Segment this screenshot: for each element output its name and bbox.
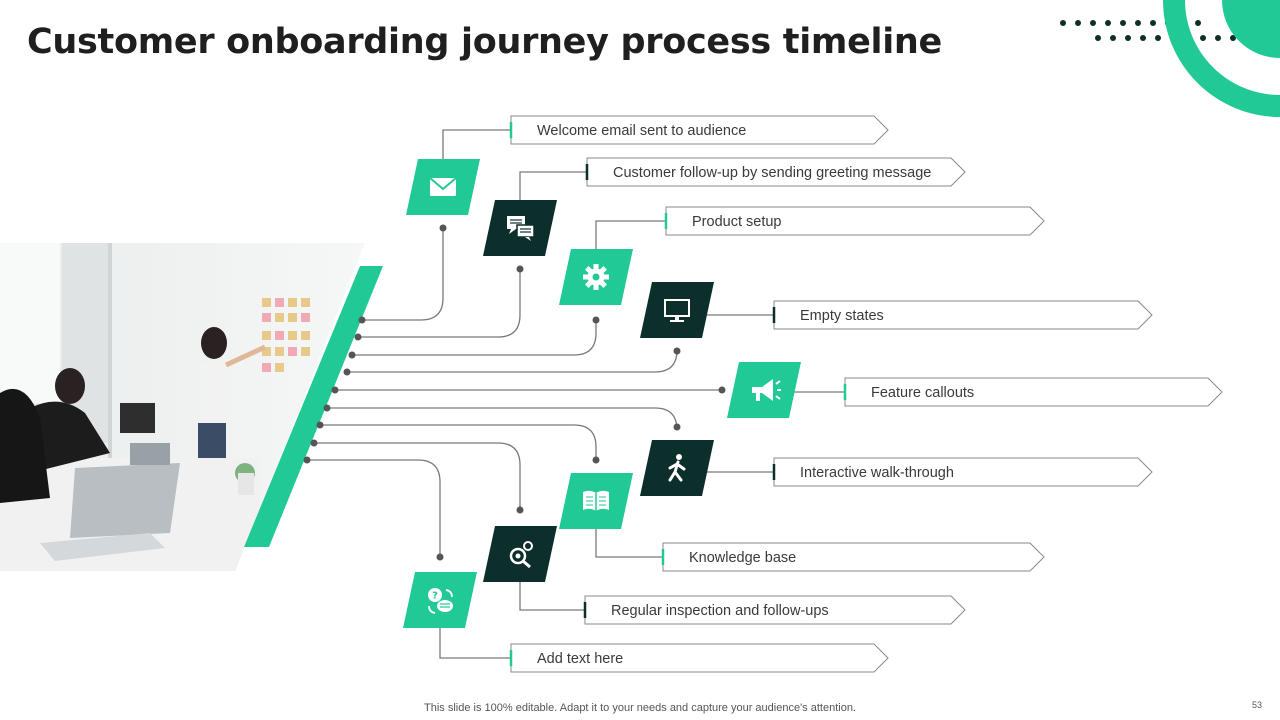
spine-node-dot bbox=[343, 368, 351, 376]
spine-node-dot bbox=[323, 404, 331, 412]
step-label: Customer follow-up by sending greeting m… bbox=[613, 165, 931, 181]
step-tile-shape bbox=[403, 572, 477, 628]
step-label: Regular inspection and follow-ups bbox=[611, 603, 829, 619]
step-label-box bbox=[844, 377, 1223, 407]
step-tile bbox=[483, 200, 557, 256]
box-connector-line bbox=[595, 529, 663, 558]
spine-node-dot bbox=[316, 421, 324, 429]
chat-bubbles-icon bbox=[507, 216, 535, 241]
step-tile bbox=[559, 473, 633, 529]
question-chat-icon: ? bbox=[428, 588, 453, 614]
step-tile-shape bbox=[483, 526, 557, 582]
connector-line bbox=[347, 349, 678, 373]
step-label-box bbox=[773, 457, 1153, 487]
spine-node-dot bbox=[303, 456, 311, 464]
walking-person-icon bbox=[668, 454, 686, 482]
connector-dot bbox=[516, 265, 524, 273]
spine-node-dot bbox=[354, 333, 362, 341]
slide-title: Customer onboarding journey process time… bbox=[27, 22, 942, 62]
spine-node-dot bbox=[310, 439, 318, 447]
connector-line bbox=[358, 269, 521, 338]
step-label-box bbox=[662, 542, 1045, 572]
megaphone-icon bbox=[752, 379, 781, 401]
step-label: Empty states bbox=[800, 308, 884, 324]
connector-dot bbox=[673, 423, 681, 431]
step-tile bbox=[559, 249, 633, 305]
connector-dot bbox=[516, 506, 524, 514]
connector-line bbox=[320, 424, 597, 460]
spine-node-dot bbox=[348, 351, 356, 359]
svg-text:?: ? bbox=[432, 591, 438, 602]
decorative-dots-and-arc bbox=[1060, 0, 1280, 117]
step-tile-shape bbox=[640, 282, 714, 338]
connector-dot bbox=[439, 224, 447, 232]
step-label-box bbox=[510, 115, 889, 145]
step-tile bbox=[406, 159, 480, 215]
step-label: Interactive walk-through bbox=[800, 465, 954, 481]
box-connector-line bbox=[439, 628, 511, 659]
connector-dot bbox=[592, 456, 600, 464]
connector-line bbox=[314, 442, 521, 510]
connector-dot bbox=[673, 347, 681, 355]
box-connector-line bbox=[442, 129, 511, 159]
step-tile bbox=[640, 440, 714, 496]
step-label: Product setup bbox=[692, 214, 781, 230]
team-meeting-photo bbox=[0, 243, 365, 571]
step-label-box bbox=[665, 206, 1045, 236]
connector-dot bbox=[718, 386, 726, 394]
step-tile bbox=[640, 282, 714, 338]
open-book-icon bbox=[583, 490, 609, 511]
step-tile bbox=[483, 526, 557, 582]
footer-note: This slide is 100% editable. Adapt it to… bbox=[424, 702, 856, 714]
magnifier-gears-icon bbox=[509, 541, 533, 569]
connector-line bbox=[352, 320, 597, 356]
step-label-box bbox=[510, 643, 889, 673]
gear-icon bbox=[583, 264, 609, 290]
step-label-box bbox=[584, 595, 966, 625]
connector-line bbox=[307, 459, 441, 557]
step-label: Feature callouts bbox=[871, 385, 974, 401]
connector-line bbox=[327, 407, 678, 431]
monitor-icon bbox=[664, 299, 690, 322]
step-label-box bbox=[773, 300, 1153, 330]
step-label: Welcome email sent to audience bbox=[537, 123, 746, 139]
step-tile: ? bbox=[403, 572, 477, 628]
step-tile bbox=[727, 362, 801, 418]
page-number: 53 bbox=[1252, 700, 1263, 710]
envelope-icon bbox=[429, 177, 457, 196]
step-label: Knowledge base bbox=[689, 550, 796, 566]
step-label-box bbox=[586, 157, 966, 187]
box-connector-line bbox=[519, 582, 585, 611]
connector-dot bbox=[592, 316, 600, 324]
connector-dot bbox=[436, 553, 444, 561]
spine-node-dot bbox=[358, 316, 366, 324]
spine-bar bbox=[244, 266, 383, 547]
connector-line bbox=[362, 228, 444, 321]
box-connector-line bbox=[519, 171, 587, 200]
spine-node-dot bbox=[331, 386, 339, 394]
box-connector-line bbox=[595, 220, 666, 249]
step-label: Add text here bbox=[537, 651, 623, 667]
